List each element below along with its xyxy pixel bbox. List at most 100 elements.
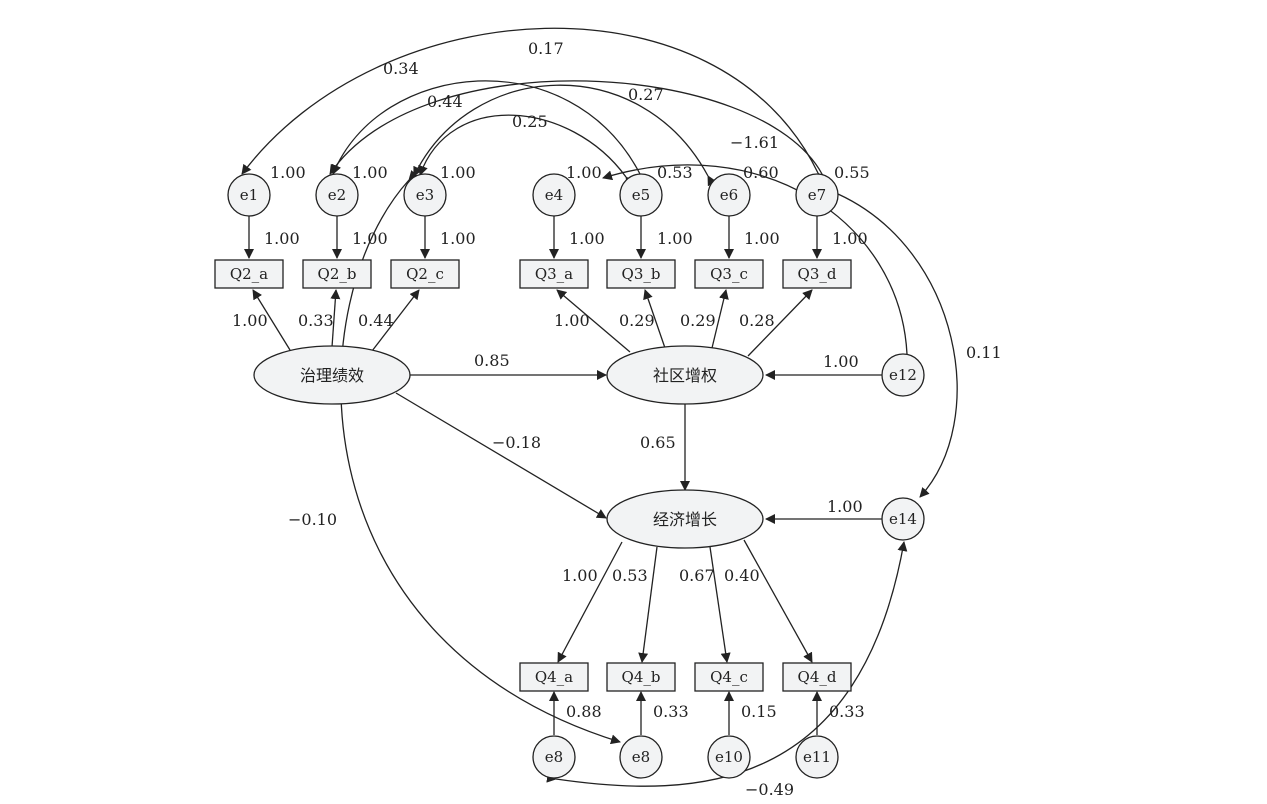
error-node-e8-first-label: e8: [545, 748, 563, 766]
latent-governance-performance: [253, 345, 411, 405]
covariance-e2-e5: [331, 80, 649, 185]
error-node-e8-first: [532, 735, 576, 779]
indicator-q2a: [214, 259, 284, 289]
weight-label-e1-q2a: 1.00: [264, 229, 300, 248]
covariance-label-e3-e8b: −0.10: [288, 510, 337, 529]
indicator-q3d: [782, 259, 852, 289]
loading-label-comm-q3c: 0.29: [680, 311, 716, 330]
latent-economic-growth: [606, 489, 764, 549]
loading-label-comm-q3b: 0.29: [619, 311, 655, 330]
loading-econ-q4b: [638, 546, 658, 663]
variance-label-e4: 1.00: [566, 163, 602, 182]
covariance-label-e7-e14: 0.11: [966, 343, 1002, 362]
loading-gov-q2a: [252, 289, 291, 351]
weight-label-e8b-q4b: 0.33: [653, 702, 689, 721]
covariance-e2-e7: [329, 80, 831, 185]
covariance-e7-e14: [827, 185, 958, 498]
error-node-e8-second-label: e8: [632, 748, 650, 766]
error-node-e11-label: e11: [803, 748, 831, 766]
variance-label-e1: 1.00: [270, 163, 306, 182]
covariance-label-e2-e7: 0.17: [528, 39, 564, 58]
error-node-e14-label: e14: [889, 510, 917, 528]
loading-label-econ-q4c: 0.67: [679, 566, 715, 585]
indicator-q4b-label: Q4_b: [622, 668, 661, 686]
error-terms-top: e1 e2 e3 e4 e5 e6 e7: [227, 173, 839, 217]
weight-label-e6-q3c: 1.00: [744, 229, 780, 248]
error-node-e12: [881, 353, 925, 397]
indicator-q4c-label: Q4_c: [710, 668, 748, 686]
weight-label-e11-q4d: 0.33: [829, 702, 865, 721]
indicator-q2b-label: Q2_b: [318, 265, 357, 283]
variance-label-e5: 0.53: [657, 163, 693, 182]
indicators-bottom: Q4_a Q4_b Q4_c Q4_d: [519, 662, 852, 692]
indicator-q3c: [694, 259, 764, 289]
error-node-e4: [532, 173, 576, 217]
error-node-e2-label: e2: [328, 186, 346, 204]
covariance-e8a-e14: [546, 541, 908, 787]
latent-variables: 治理绩效 社区增权 经济增长: [253, 345, 764, 549]
loading-econ-q4a: [557, 541, 623, 663]
loading-label-comm-q3a: 1.00: [554, 311, 590, 330]
loading-econ-q4c: [709, 546, 731, 663]
error-node-e14: [881, 497, 925, 541]
variance-label-e3: 1.00: [440, 163, 476, 182]
indicator-q3c-label: Q3_c: [710, 265, 748, 283]
error-node-e6-label: e6: [720, 186, 738, 204]
structural-label-gov-econ: −0.18: [492, 433, 541, 452]
weight-label-e8a-q4a: 0.88: [566, 702, 602, 721]
error-node-e7-label: e7: [808, 186, 826, 204]
error-node-e5-label: e5: [632, 186, 650, 204]
loading-econ-q4d: [743, 539, 813, 663]
covariance-label-e2-e5: 0.44: [427, 92, 463, 111]
error-node-e12-label: e12: [889, 366, 917, 384]
indicator-q2a-label: Q2_a: [230, 265, 268, 283]
indicator-q3b-label: Q3_b: [622, 265, 661, 283]
loading-label-econ-q4d: 0.40: [724, 566, 760, 585]
loading-gov-q2b: [330, 289, 341, 348]
weight-label-e14-econ: 1.00: [827, 497, 863, 516]
coefficient-labels: 1.00 1.00 1.00 1.00 0.53 0.60 0.55 1.00 …: [232, 39, 1002, 799]
loading-label-econ-q4b: 0.53: [612, 566, 648, 585]
variance-label-e6: 0.60: [743, 163, 779, 182]
structural-label-gov-comm: 0.85: [474, 351, 510, 370]
error-node-e10: [707, 735, 751, 779]
covariance-label-e3-e5: 0.25: [512, 112, 548, 131]
disturbance-terms: e12 e14: [881, 353, 925, 541]
error-terms-bottom: e8 e8 e10 e11: [532, 735, 839, 779]
structural-label-comm-econ: 0.65: [640, 433, 676, 452]
variance-label-e7: 0.55: [834, 163, 870, 182]
error-node-e4-label: e4: [545, 186, 563, 204]
loading-label-econ-q4a: 1.00: [562, 566, 598, 585]
covariance-label-e8a-e14: −0.49: [745, 780, 794, 799]
weight-label-e3-q2c: 1.00: [440, 229, 476, 248]
indicator-q4c: [694, 662, 764, 692]
covariance-e1-e7: [241, 27, 827, 184]
error-node-e10-label: e10: [715, 748, 743, 766]
indicator-q2b: [302, 259, 372, 289]
loading-label-gov-q2a: 1.00: [232, 311, 268, 330]
loading-label-gov-q2b: 0.33: [298, 311, 334, 330]
structural-gov-econ: [395, 392, 607, 519]
latent-community-empowerment-label: 社区增权: [653, 366, 717, 385]
indicator-q3a-label: Q3_a: [535, 265, 573, 283]
indicators-top: Q2_a Q2_b Q2_c Q3_a Q3_b Q3_c Q3_d: [214, 259, 852, 289]
indicator-q3b: [606, 259, 676, 289]
loading-label-comm-q3d: 0.28: [739, 311, 775, 330]
indicator-q2c-label: Q2_c: [406, 265, 444, 283]
error-node-e6: [707, 173, 751, 217]
weight-label-e12-comm: 1.00: [823, 352, 859, 371]
covariance-e3-e8b: [340, 169, 621, 745]
error-node-e5: [619, 173, 663, 217]
weight-label-e4-q3a: 1.00: [569, 229, 605, 248]
indicator-q4a-label: Q4_a: [535, 668, 573, 686]
error-node-e1: [227, 173, 271, 217]
error-node-e3: [403, 173, 447, 217]
error-node-e8-second: [619, 735, 663, 779]
indicator-q4d-label: Q4_d: [798, 668, 837, 686]
indicator-q4a: [519, 662, 589, 692]
indicator-q4b: [606, 662, 676, 692]
covariance-label-e3-e6: 0.27: [628, 85, 664, 104]
covariance-label-e4-e12: −1.61: [730, 133, 779, 152]
weight-label-e10-q4c: 0.15: [741, 702, 777, 721]
